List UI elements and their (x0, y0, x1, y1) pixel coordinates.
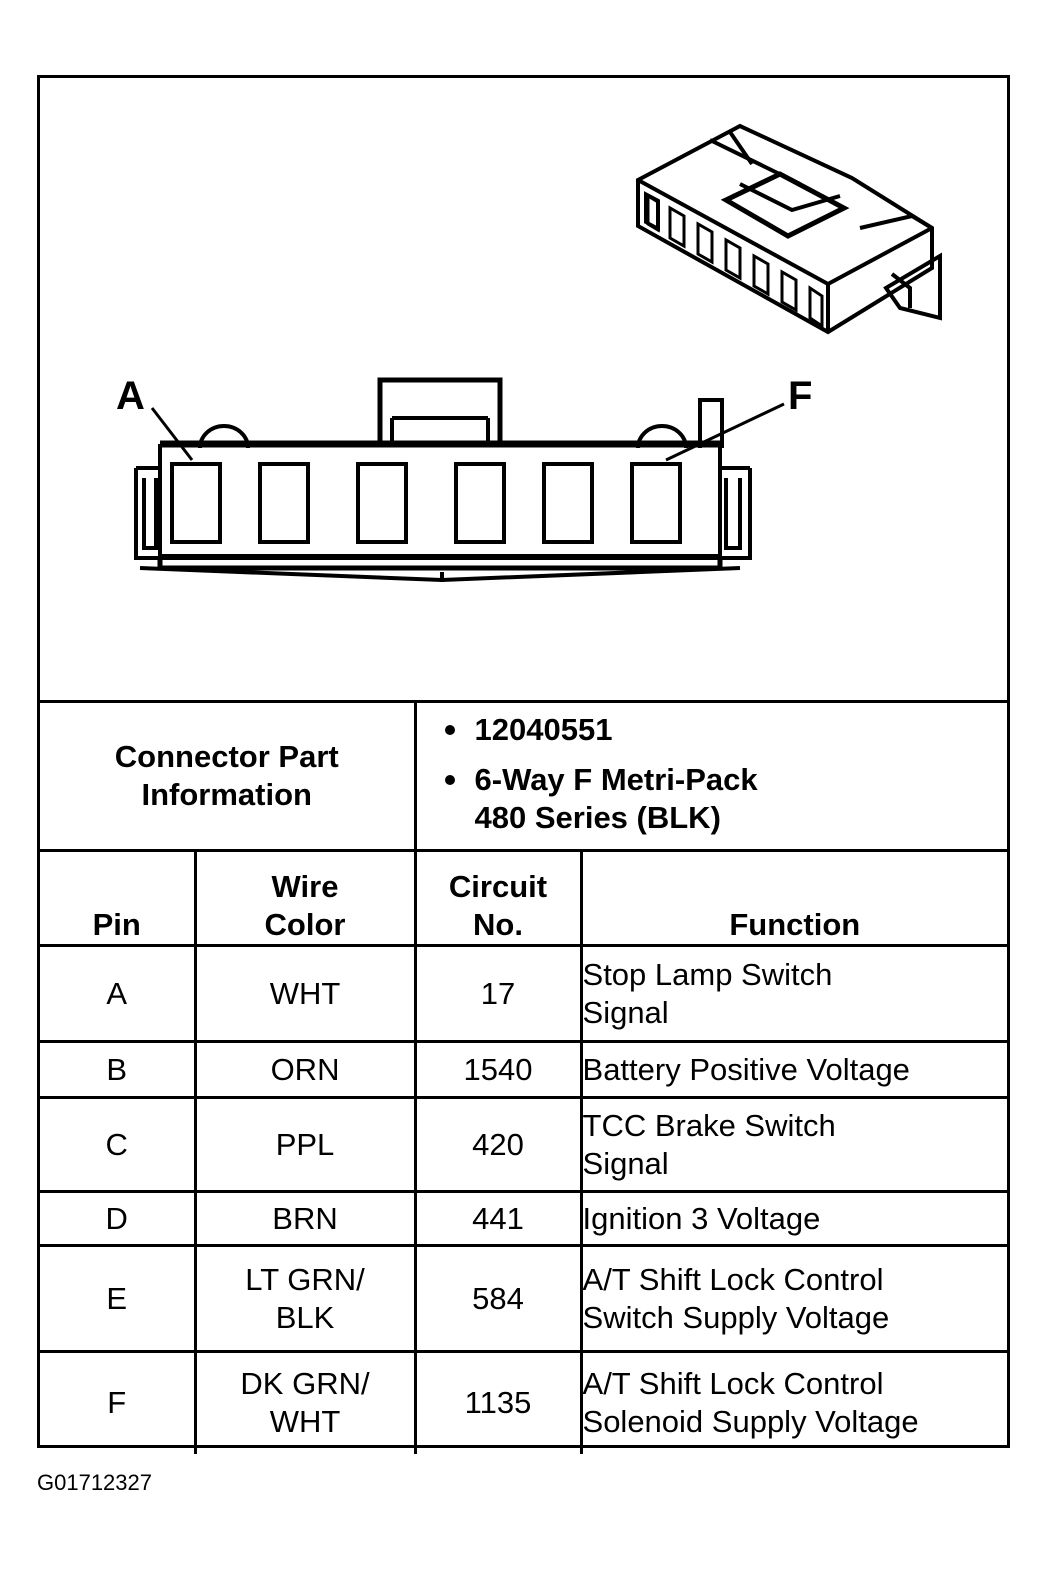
function-cell: Stop Lamp Switch Signal (579, 944, 1008, 1043)
function-cell: Ignition 3 Voltage (579, 1190, 1008, 1247)
wire-color-text: WHT (269, 975, 341, 1011)
cavity-c (356, 462, 408, 544)
connector-face-view (134, 377, 785, 583)
cavity-d (454, 462, 506, 544)
callout-pin-f: F (788, 374, 813, 418)
wire-color-text: PPL (275, 1126, 335, 1162)
function-text-2: Signal (582, 1145, 669, 1181)
table-row: D BRN 441 Ignition 3 Voltage (40, 1190, 1008, 1247)
function-text-2: Solenoid Supply Voltage (582, 1404, 919, 1440)
header-wire-text-2: Color (264, 907, 346, 942)
function-cell: A/T Shift Lock Control Switch Supply Vol… (579, 1244, 1008, 1353)
connector-part-label-line1: Connector Part (114, 739, 339, 774)
header-circuit-text-1: Circuit (448, 869, 548, 904)
pin-cell: C (40, 1096, 197, 1193)
header-circuit-text-2: No. (473, 907, 523, 942)
header-function: Function (579, 849, 1008, 947)
function-text-1: A/T Shift Lock Control (582, 1261, 884, 1297)
function-cell: Battery Positive Voltage (579, 1040, 1008, 1099)
wire-color-text-1: LT GRN/ (245, 1261, 365, 1297)
part-number-item: 12040551 (444, 711, 1008, 749)
wire-color-cell: DK GRN/ WHT (193, 1350, 417, 1454)
header-pin: Pin (40, 849, 197, 947)
wire-color-cell: WHT (193, 944, 417, 1043)
part-type-item: 6-Way F Metri-Pack 480 Series (BLK) (444, 761, 1008, 837)
table-row: C PPL 420 TCC Brake Switch Signal (40, 1096, 1008, 1193)
connector-part-row: Connector Part Information 12040551 6-Wa… (40, 703, 1008, 852)
callout-pin-a: A (116, 374, 145, 418)
pin-cell: D (40, 1190, 197, 1247)
connector-illustration: A F (40, 78, 1007, 703)
table-row: E LT GRN/ BLK 584 A/T Shift Lock Control… (40, 1244, 1008, 1353)
circuit-cell: 584 (413, 1244, 583, 1353)
leader-line-f (665, 402, 785, 462)
function-text-1: Stop Lamp Switch (582, 956, 833, 992)
function-text-1: Ignition 3 Voltage (582, 1200, 821, 1236)
cavity-f (630, 462, 682, 544)
circuit-cell: 1540 (413, 1040, 583, 1099)
function-cell: TCC Brake Switch Signal (579, 1096, 1008, 1193)
pin-cell: E (40, 1244, 197, 1353)
cavity-b (258, 462, 310, 544)
part-type-line1: 6-Way F Metri-Pack (474, 762, 758, 797)
figure-id: G01712327 (37, 1470, 152, 1495)
wire-color-text-2: WHT (269, 1404, 341, 1440)
connector-iso-view (636, 123, 942, 335)
wire-color-text: ORN (270, 1051, 340, 1087)
function-text-1: Battery Positive Voltage (582, 1051, 910, 1087)
table-row: A WHT 17 Stop Lamp Switch Signal (40, 944, 1008, 1043)
pin-cell: B (40, 1040, 197, 1099)
header-wire-color: Wire Color (193, 849, 417, 947)
leader-line-a (150, 407, 194, 461)
function-cell: A/T Shift Lock Control Solenoid Supply V… (579, 1350, 1008, 1454)
circuit-cell: 1135 (413, 1350, 583, 1454)
table-row: B ORN 1540 Battery Positive Voltage (40, 1040, 1008, 1099)
wire-color-cell: PPL (193, 1096, 417, 1193)
circuit-cell: 17 (413, 944, 583, 1043)
pin-cell: F (40, 1350, 197, 1454)
wire-color-cell: BRN (193, 1190, 417, 1247)
connector-part-label-line2: Information (141, 777, 313, 812)
circuit-cell: 441 (413, 1190, 583, 1247)
pinout-table: Connector Part Information 12040551 6-Wa… (40, 703, 1008, 1454)
part-type-line2: 480 Series (BLK) (474, 800, 721, 835)
table-header-row: Pin Wire Color Circuit No. Function (40, 849, 1008, 947)
header-wire-text-1: Wire (271, 869, 339, 904)
table-row: F DK GRN/ WHT 1135 A/T Shift Lock Contro… (40, 1350, 1008, 1454)
wire-color-cell: LT GRN/ BLK (193, 1244, 417, 1353)
diagram-frame: A F Connector Part Information 12040551 … (37, 75, 1010, 1454)
connector-part-label: Connector Part Information (40, 703, 417, 852)
function-text-1: TCC Brake Switch (582, 1107, 836, 1143)
part-number: 12040551 (474, 712, 613, 747)
wire-color-text-2: BLK (275, 1299, 335, 1335)
cavity-a (170, 462, 222, 544)
cavity-e (542, 462, 594, 544)
pin-cell: A (40, 944, 197, 1043)
connector-iso-cavities (646, 193, 824, 329)
header-function-text: Function (729, 907, 861, 942)
function-text-1: A/T Shift Lock Control (582, 1366, 884, 1402)
header-circuit-no: Circuit No. (413, 849, 583, 947)
connector-drawing (134, 123, 942, 583)
wire-color-text: BRN (272, 1200, 338, 1236)
function-text-2: Signal (582, 994, 669, 1030)
connector-part-info: 12040551 6-Way F Metri-Pack 480 Series (… (413, 703, 1008, 852)
function-text-2: Switch Supply Voltage (582, 1299, 890, 1335)
circuit-cell: 420 (413, 1096, 583, 1193)
header-pin-text: Pin (92, 907, 141, 942)
wire-color-cell: ORN (193, 1040, 417, 1099)
wire-color-text-1: DK GRN/ (240, 1366, 370, 1402)
